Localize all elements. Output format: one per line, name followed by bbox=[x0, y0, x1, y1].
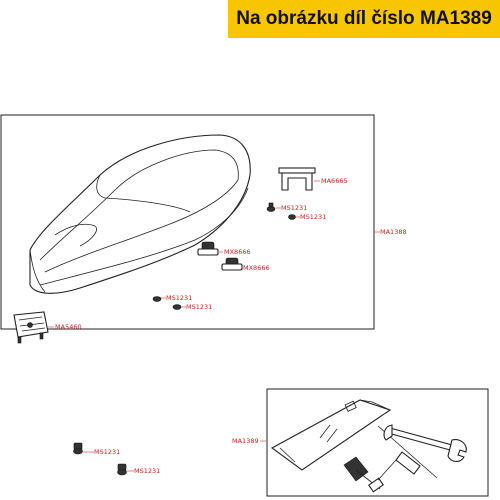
screw-bottom-2 bbox=[117, 463, 127, 476]
spark-plug-socket bbox=[377, 451, 421, 481]
label-ms1231-c: MS1231 bbox=[166, 294, 192, 302]
label-ms1231-f: MS1231 bbox=[134, 467, 160, 475]
bumper-1 bbox=[197, 241, 219, 256]
label-ma1388: MA1388 bbox=[380, 228, 407, 236]
screwdriver bbox=[343, 425, 438, 493]
screw-mid-1 bbox=[152, 296, 162, 302]
toolkit-frame bbox=[266, 388, 489, 497]
screw-top-1 bbox=[266, 202, 276, 212]
label-ms1231-b: MS1231 bbox=[300, 213, 326, 221]
bumper-2 bbox=[221, 257, 243, 271]
label-ma1389: MA1389 bbox=[232, 437, 259, 445]
label-ma6665: MA6665 bbox=[321, 177, 348, 185]
label-ms1231-d: MS1231 bbox=[186, 303, 212, 311]
wrench bbox=[383, 424, 467, 462]
seat-drawing bbox=[29, 134, 251, 294]
part-number-banner: Na obrázku díl číslo MA1389 bbox=[228, 0, 500, 38]
label-ms1231-a: MS1231 bbox=[281, 204, 307, 212]
label-mx8666-b: MX8666 bbox=[243, 264, 270, 272]
screw-bottom-1 bbox=[73, 442, 83, 455]
label-ma5460: MA5460 bbox=[55, 323, 82, 331]
label-ms1231-e: MS1231 bbox=[94, 448, 120, 456]
screw-mid-2 bbox=[172, 304, 182, 310]
seat-strap bbox=[278, 167, 316, 191]
label-mx8666-a: MX8666 bbox=[224, 248, 251, 256]
tool-bag bbox=[270, 399, 392, 471]
seat-group-frame bbox=[0, 114, 375, 330]
screw-top-2 bbox=[288, 214, 296, 220]
seat-lock bbox=[13, 311, 49, 344]
